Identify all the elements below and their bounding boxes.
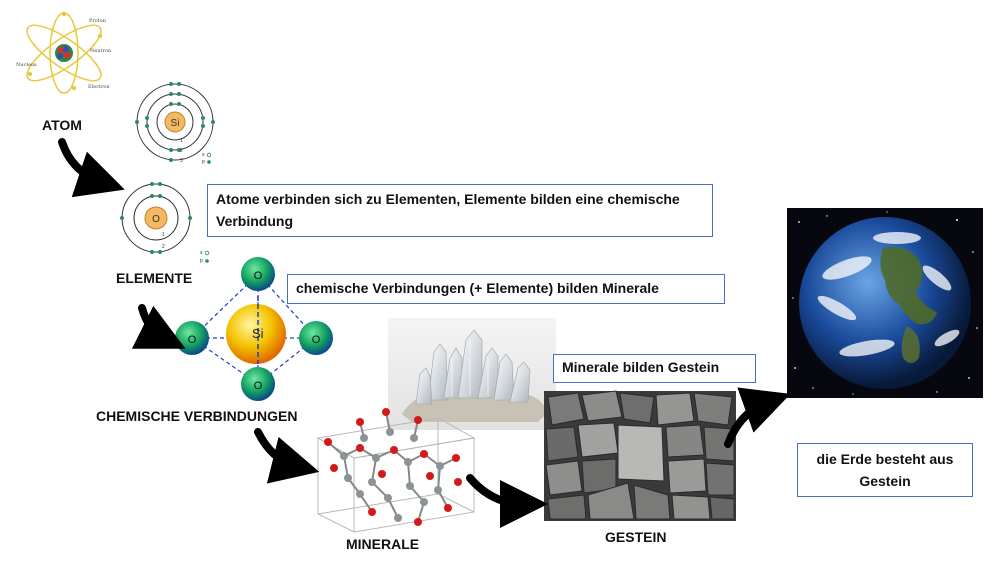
si-shell-2: 2 — [180, 148, 183, 154]
quartz-crystal-photo — [388, 318, 556, 430]
si-orbital-s: s — [202, 152, 205, 158]
oxygen-bohr-model: O 1 2 s p — [120, 182, 210, 264]
rock-cobblestones-photo — [544, 390, 736, 521]
silicon-bohr-model: Si 1 2 3 s p — [135, 82, 215, 165]
arrow-compounds-to-minerals — [254, 428, 320, 484]
arrow-minerals-to-rock — [466, 474, 548, 528]
caption-box-compounds-to-minerals: chemische Verbindungen (+ Elemente) bild… — [287, 274, 725, 304]
earth-globe-photo — [787, 208, 983, 398]
o-shell-2: 2 — [162, 244, 165, 250]
atom-label-electron: Electron — [88, 84, 110, 90]
caption-box-minerals-to-rock: Minerale bilden Gestein — [553, 354, 756, 383]
tetra-o-top: O — [254, 270, 263, 282]
o-orbital-s: s — [200, 250, 203, 256]
si-atom-symbol: Si — [171, 118, 180, 129]
atom-label-neutron: Neutron — [90, 48, 112, 54]
tetra-o-right: O — [312, 334, 321, 346]
si-orbital-p: p — [202, 159, 205, 165]
o-orbital-p: p — [200, 258, 203, 264]
stage-label-atom: ATOM — [42, 117, 82, 133]
caption-box-atoms-to-elements: Atome verbinden sich zu Elementen, Eleme… — [207, 184, 713, 237]
si-shell-3: 3 — [180, 158, 183, 164]
arrow-elements-to-compounds — [131, 304, 186, 349]
stage-label-chemische-verbindungen: CHEMISCHE VERBINDUNGEN — [96, 408, 298, 424]
tetra-o-bottom: O — [254, 380, 263, 392]
si-shell-1: 1 — [180, 138, 183, 144]
o-atom-symbol: O — [152, 214, 160, 225]
caption-box-earth-made-of-rock: die Erde besteht aus Gestein — [797, 443, 973, 497]
atom-label-proton: Proton — [89, 18, 107, 24]
sio4-tetrahedron: Si O O O O — [175, 257, 333, 401]
atom-model-illustration: Proton Neutron Nucleus Electron — [16, 11, 112, 94]
o-shell-1: 1 — [162, 232, 165, 238]
mineral-crystal-lattice — [316, 408, 476, 533]
tetra-center-si: Si — [252, 326, 264, 341]
arrow-rock-to-earth — [724, 387, 791, 448]
stage-label-minerale: MINERALE — [346, 536, 420, 552]
tetra-o-left: O — [188, 334, 197, 346]
atom-label-nucleus: Nucleus — [16, 62, 37, 68]
stage-label-gestein: GESTEIN — [605, 529, 667, 545]
stage-label-elemente: ELEMENTE — [116, 270, 193, 286]
arrow-atom-to-elements — [58, 138, 125, 198]
